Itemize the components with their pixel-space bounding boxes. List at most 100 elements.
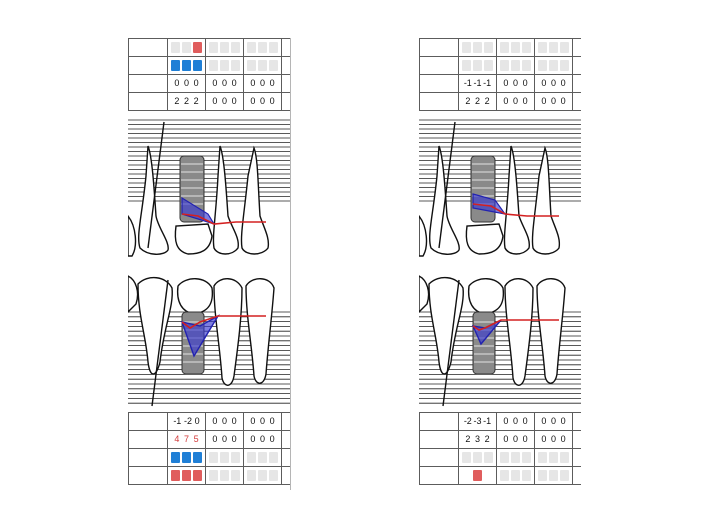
empty-marker[interactable] [231,470,240,481]
tooth-cell[interactable] [534,448,573,467]
empty-marker[interactable] [522,470,531,481]
empty-marker[interactable] [473,452,482,463]
empty-marker[interactable] [171,42,180,53]
tooth-cell[interactable] [167,466,206,485]
tooth-cell[interactable] [458,466,497,485]
empty-marker[interactable] [247,60,256,71]
empty-marker[interactable] [462,452,471,463]
tooth-cell[interactable] [205,448,244,467]
empty-marker[interactable] [258,470,267,481]
bleeding-marker[interactable] [193,60,202,71]
tooth-cell[interactable] [496,466,535,485]
plaque-marker[interactable] [193,470,202,481]
bleeding-marker[interactable] [193,452,202,463]
empty-marker[interactable] [247,452,256,463]
tooth-cell[interactable] [496,56,535,75]
empty-marker[interactable] [247,470,256,481]
plaque-marker[interactable] [473,470,482,481]
empty-marker[interactable] [549,42,558,53]
empty-marker[interactable] [549,470,558,481]
empty-marker[interactable] [538,452,547,463]
tooth-cell[interactable] [458,38,497,57]
empty-marker[interactable] [258,60,267,71]
empty-marker[interactable] [500,452,509,463]
empty-marker[interactable] [269,452,278,463]
tooth-cell[interactable]: -1-1-1 [458,74,497,93]
empty-marker[interactable] [247,42,256,53]
empty-marker[interactable] [549,452,558,463]
empty-marker[interactable] [560,42,569,53]
empty-marker[interactable] [473,60,482,71]
empty-marker[interactable] [484,452,493,463]
tooth-cell[interactable] [167,38,206,57]
empty-marker[interactable] [220,452,229,463]
empty-marker[interactable] [462,470,471,481]
empty-marker[interactable] [462,42,471,53]
tooth-cell[interactable] [534,56,573,75]
tooth-cell[interactable] [534,38,573,57]
plaque-marker[interactable] [171,470,180,481]
plaque-marker[interactable] [193,42,202,53]
empty-marker[interactable] [269,60,278,71]
empty-marker[interactable] [269,470,278,481]
empty-marker[interactable] [258,42,267,53]
tooth-cell[interactable] [496,38,535,57]
empty-marker[interactable] [462,60,471,71]
empty-marker[interactable] [538,470,547,481]
tooth-cell[interactable] [243,38,282,57]
tooth-cell[interactable] [167,448,206,467]
empty-marker[interactable] [538,60,547,71]
empty-marker[interactable] [220,42,229,53]
empty-marker[interactable] [560,470,569,481]
empty-marker[interactable] [511,60,520,71]
tooth-cell[interactable] [534,466,573,485]
tooth-cell[interactable] [243,56,282,75]
empty-marker[interactable] [500,42,509,53]
tooth-cell[interactable] [243,466,282,485]
empty-marker[interactable] [220,470,229,481]
tooth-cell[interactable]: -2-3-1 [458,412,497,431]
bleeding-marker[interactable] [171,452,180,463]
empty-marker[interactable] [473,42,482,53]
empty-marker[interactable] [560,60,569,71]
empty-marker[interactable] [209,60,218,71]
empty-marker[interactable] [258,452,267,463]
empty-marker[interactable] [560,452,569,463]
bleeding-marker[interactable] [182,452,191,463]
tooth-cell[interactable] [205,466,244,485]
tooth-cell[interactable] [205,56,244,75]
empty-marker[interactable] [500,470,509,481]
empty-marker[interactable] [220,60,229,71]
bleeding-marker[interactable] [182,60,191,71]
empty-marker[interactable] [511,42,520,53]
empty-marker[interactable] [484,470,493,481]
empty-marker[interactable] [484,60,493,71]
empty-marker[interactable] [182,42,191,53]
empty-marker[interactable] [522,42,531,53]
bleeding-marker[interactable] [171,60,180,71]
empty-marker[interactable] [231,452,240,463]
empty-marker[interactable] [549,60,558,71]
plaque-marker[interactable] [182,470,191,481]
